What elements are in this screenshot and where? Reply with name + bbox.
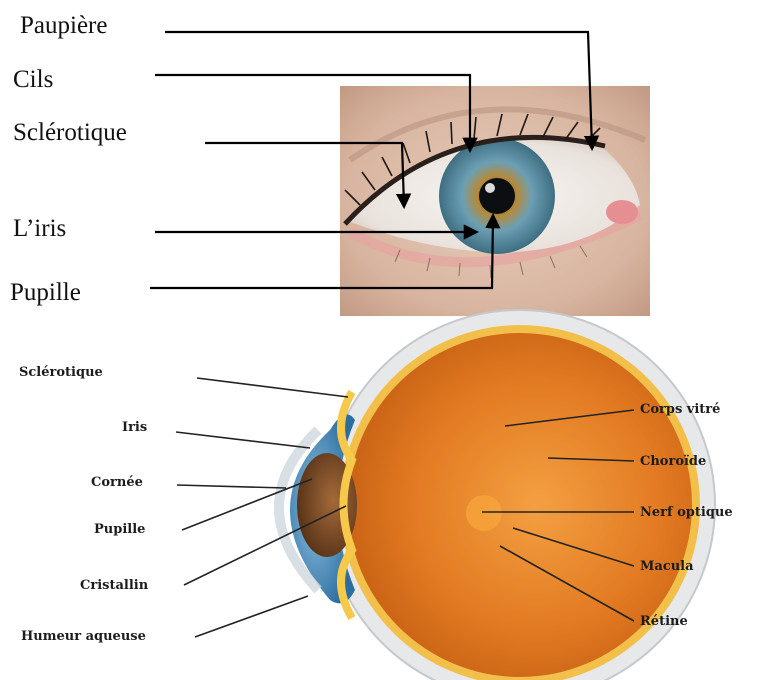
label-humeur-aqueuse: Humeur aqueuse: [21, 629, 146, 644]
label-macula: Macula: [640, 559, 694, 574]
label-cornee: Cornée: [91, 475, 143, 490]
label-cils: Cils: [13, 66, 53, 93]
pupil-highlight: [485, 183, 495, 193]
leader-sclerotique-section: [197, 378, 348, 397]
eye-photo: [340, 86, 650, 316]
leader-iris-section: [176, 432, 310, 448]
label-cristallin: Cristallin: [80, 578, 149, 593]
label-pupille-photo: Pupille: [10, 279, 81, 306]
label-corps-vitre: Corps vitré: [640, 402, 720, 417]
label-iris-photo: L’iris: [13, 215, 66, 242]
label-iris: Iris: [122, 420, 147, 435]
label-nerf-optique: Nerf optique: [640, 505, 733, 520]
label-retine: Rétine: [640, 614, 688, 629]
leader-humeur-section: [195, 596, 308, 637]
label-pupille: Pupille: [94, 522, 145, 537]
label-sclerotique-photo: Sclérotique: [13, 119, 127, 146]
caruncle: [606, 200, 638, 224]
label-choroide: Choroïde: [640, 454, 706, 469]
label-sclerotique: Sclérotique: [19, 365, 103, 380]
pupil-photo: [479, 178, 515, 214]
label-paupiere: Paupière: [20, 12, 107, 39]
leader-cornee-section: [177, 485, 286, 488]
macula: [466, 495, 502, 531]
